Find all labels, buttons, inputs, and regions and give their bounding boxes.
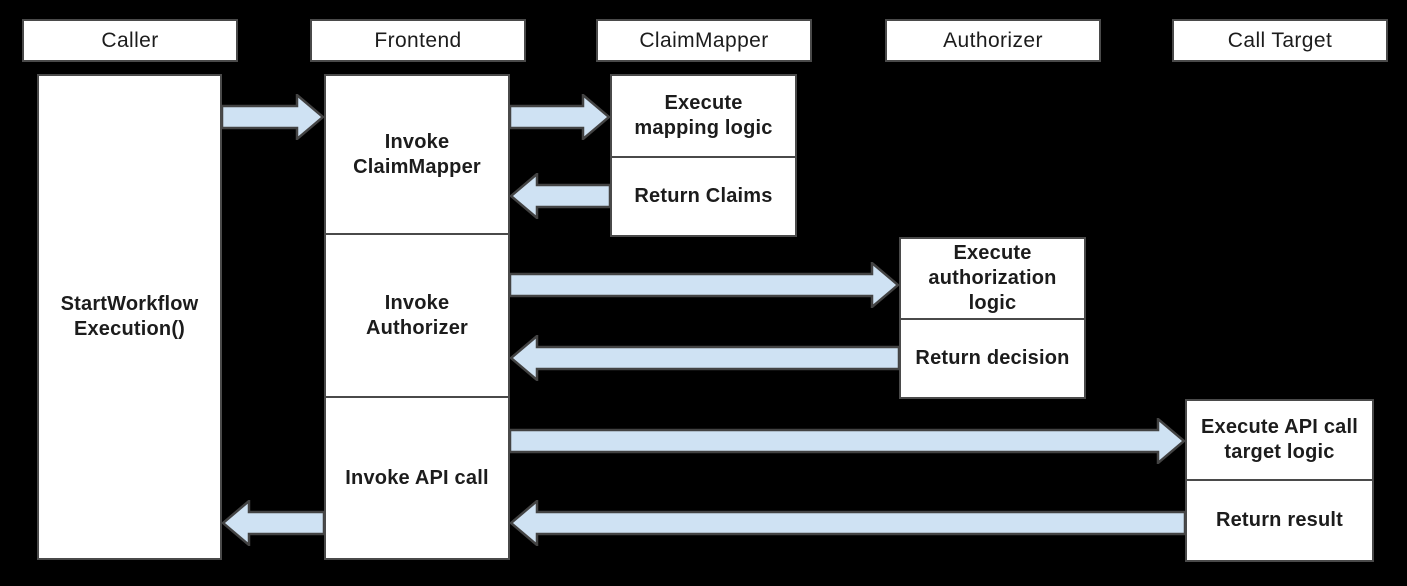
lane-header-caller: Caller bbox=[22, 19, 238, 62]
frontend-step-invoke-authorizer: Invoke Authorizer bbox=[326, 233, 508, 396]
authorizer-step-return-decision-label: Return decision bbox=[915, 347, 1070, 369]
frontend-activation-stack: Invoke ClaimMapper Invoke Authorizer Inv… bbox=[324, 74, 510, 560]
lane-header-authorizer-label: Authorizer bbox=[943, 28, 1043, 52]
arrow-frontend-to-call-target bbox=[510, 418, 1185, 464]
lane-header-claimmapper-label: ClaimMapper bbox=[639, 28, 769, 52]
lane-header-call-target: Call Target bbox=[1172, 19, 1388, 62]
arrow-claimmapper-to-frontend bbox=[510, 173, 610, 219]
lane-header-claimmapper: ClaimMapper bbox=[596, 19, 812, 62]
call-target-activation-stack: Execute API call target logic Return res… bbox=[1185, 399, 1374, 562]
authorizer-step-return-decision: Return decision bbox=[901, 318, 1084, 397]
authorizer-step-execute-authorization-label: Execute authorization logic bbox=[928, 242, 1057, 314]
lane-header-caller-label: Caller bbox=[101, 28, 159, 52]
arrow-authorizer-to-frontend bbox=[510, 335, 899, 381]
claimmapper-step-execute-mapping-label: Execute mapping logic bbox=[634, 92, 773, 139]
call-target-step-return-result: Return result bbox=[1187, 479, 1372, 560]
caller-activation-label: StartWorkflow Execution() bbox=[60, 293, 199, 340]
authorizer-activation-stack: Execute authorization logic Return decis… bbox=[899, 237, 1086, 399]
claimmapper-activation-stack: Execute mapping logic Return Claims bbox=[610, 74, 797, 237]
call-target-step-execute-api-label: Execute API call target logic bbox=[1201, 416, 1358, 463]
frontend-step-invoke-api-call-label: Invoke API call bbox=[345, 466, 489, 489]
frontend-step-invoke-claimmapper-label: Invoke ClaimMapper bbox=[353, 130, 481, 178]
lane-header-frontend-label: Frontend bbox=[374, 28, 462, 52]
arrow-frontend-to-caller bbox=[222, 500, 324, 546]
lane-header-frontend: Frontend bbox=[310, 19, 526, 62]
arrow-frontend-to-claimmapper bbox=[510, 94, 610, 140]
claimmapper-step-return-claims-label: Return Claims bbox=[634, 185, 773, 207]
caller-activation-box: StartWorkflow Execution() bbox=[37, 74, 222, 560]
call-target-step-return-result-label: Return result bbox=[1215, 509, 1344, 531]
claimmapper-step-execute-mapping: Execute mapping logic bbox=[612, 76, 795, 156]
authorizer-step-execute-authorization: Execute authorization logic bbox=[901, 239, 1084, 318]
frontend-step-invoke-authorizer-label: Invoke Authorizer bbox=[366, 291, 468, 339]
claimmapper-step-return-claims: Return Claims bbox=[612, 156, 795, 235]
frontend-step-invoke-claimmapper: Invoke ClaimMapper bbox=[326, 76, 508, 233]
call-target-step-execute-api: Execute API call target logic bbox=[1187, 401, 1372, 479]
arrow-call-target-to-frontend bbox=[510, 500, 1185, 546]
frontend-step-invoke-api-call: Invoke API call bbox=[326, 396, 508, 558]
arrow-caller-to-frontend bbox=[222, 94, 324, 140]
lane-header-authorizer: Authorizer bbox=[885, 19, 1101, 62]
lane-header-call-target-label: Call Target bbox=[1227, 28, 1333, 52]
arrow-frontend-to-authorizer bbox=[510, 262, 899, 308]
